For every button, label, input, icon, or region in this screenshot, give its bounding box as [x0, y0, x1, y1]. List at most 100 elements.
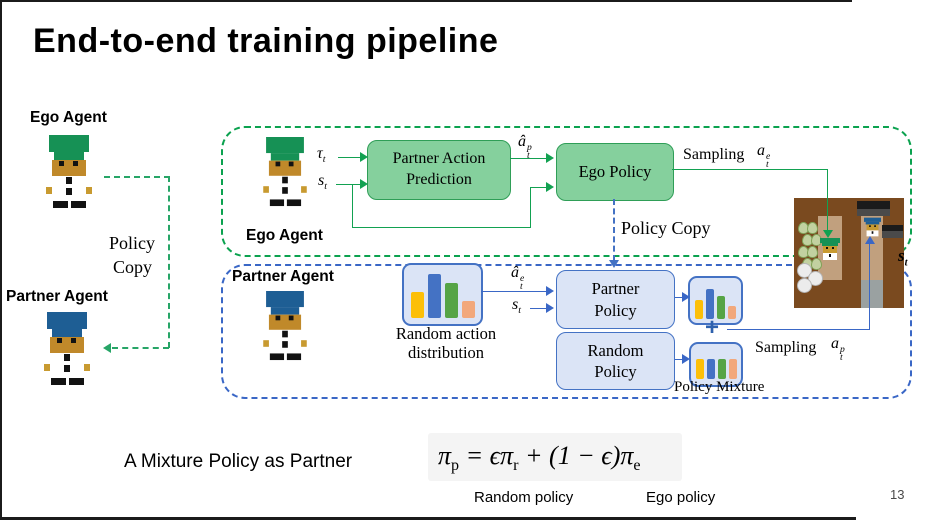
ego-box-label: Ego Agent: [246, 227, 323, 244]
policy-copy-arrowhead: [609, 260, 619, 268]
ego-sampling-line-v: [827, 169, 828, 231]
pot-top: [857, 201, 890, 209]
random-policy-box: Random Policy: [556, 332, 675, 390]
tau-input-label: τt: [317, 145, 326, 166]
predicted-action-arrowhead: [546, 153, 554, 163]
page-number: 13: [890, 487, 905, 502]
onion-icon: [811, 258, 822, 270]
ego-box-chef-icon: [263, 137, 307, 207]
pp-to-dist-line: [675, 297, 685, 298]
distribution-bar: [461, 301, 475, 318]
pap-line2: Prediction: [406, 171, 472, 188]
rp-to-dist-line: [675, 359, 685, 360]
top-edge-line: [0, 0, 852, 2]
distribution-bar: [706, 359, 715, 379]
plate-icon: [797, 278, 812, 293]
left-ego-agent-label: Ego Agent: [30, 109, 107, 126]
rp-to-dist-arrowhead: [682, 354, 690, 364]
partner-policy-line2: Policy: [594, 300, 637, 320]
left-policy-copy-label-2: Copy: [113, 257, 153, 277]
left-edge-line: [0, 0, 2, 520]
distribution-bar: [728, 359, 737, 379]
s-feedback-up: [530, 187, 531, 228]
distribution-bar: [444, 283, 458, 318]
formula-background: [428, 433, 682, 481]
s-feedback-down: [352, 184, 353, 228]
tau-arrowhead: [360, 152, 368, 162]
partner-box-chef-icon: [263, 291, 307, 361]
mixture-distribution-icon: [689, 342, 743, 387]
counter-object-top: [882, 225, 903, 231]
ego-s-arrow-line: [336, 184, 362, 185]
random-action-distribution-icon: [402, 263, 483, 326]
policy-mixture-label: Policy Mixture: [674, 379, 765, 395]
tau-arrow-line: [338, 157, 362, 158]
ego-s-input-label: st: [318, 172, 327, 193]
partner-s-label: st: [512, 296, 521, 317]
distribution-bar: [695, 300, 703, 319]
overcooked-game-screenshot: [794, 198, 904, 308]
partner-s-line: [530, 308, 548, 309]
ego-sampling-line-h: [672, 169, 828, 170]
state-feedback-label: st: [898, 246, 908, 269]
distribution-bar: [706, 289, 714, 319]
distribution-bar: [717, 296, 725, 319]
partner-chef-icon: [44, 312, 90, 385]
onion-icon: [807, 222, 818, 234]
pap-line1: Partner Action: [392, 150, 486, 168]
distribution-bar: [410, 292, 424, 318]
mixture-formula: πp = ϵπr + (1 − ϵ)πe: [438, 441, 641, 475]
onion-icon: [807, 246, 818, 258]
partner-policy-distribution-icon: [688, 276, 743, 325]
pp-to-dist-arrowhead: [682, 292, 690, 302]
left-policy-copy-line-top: [104, 176, 170, 178]
left-policy-copy-line-bottom: [112, 347, 169, 349]
bottom-edge-line: [0, 517, 856, 520]
page-title: End-to-end training pipeline: [33, 22, 499, 60]
policy-copy-label: Policy Copy: [621, 218, 711, 238]
mixture-caption: A Mixture Policy as Partner: [124, 451, 353, 472]
partner-sampling-line-h: [727, 329, 870, 330]
s-feedback-arrowhead: [546, 182, 554, 192]
left-policy-copy-arrowhead: [103, 343, 111, 353]
partner-predicted-line: [481, 291, 548, 292]
distribution-bar: [427, 274, 441, 318]
ego-sampling-label: Sampling: [683, 146, 745, 163]
partner-policy-box: Partner Policy: [556, 270, 675, 329]
ego-policy-box: Ego Policy: [556, 143, 674, 201]
s-feedback-across: [352, 227, 531, 228]
policy-copy-dashed-line: [613, 199, 615, 261]
game-partner-chef-icon: [864, 217, 881, 237]
s-feedback-into: [530, 187, 548, 188]
partner-box-label: Partner Agent: [232, 268, 334, 285]
random-policy-annotation: Random policy: [474, 489, 574, 506]
predicted-action-line: [510, 158, 548, 159]
plus-icon: +: [705, 314, 720, 341]
kitchen-floor-gray: [861, 280, 883, 308]
partner-policy-line1: Partner: [591, 279, 640, 299]
distribution-bar: [728, 306, 736, 319]
ego-sampling-arrowhead: [823, 230, 833, 238]
distribution-bar: [695, 359, 704, 379]
random-policy-line2: Policy: [594, 362, 637, 381]
ego-chef-icon: [46, 135, 92, 208]
partner-predicted-arrowhead: [546, 286, 554, 296]
left-policy-copy-label-1: Policy: [109, 233, 156, 253]
ego-policy-label: Ego Policy: [578, 162, 652, 182]
partner-sampling-arrowhead: [865, 236, 875, 244]
pot-bottom: [857, 209, 890, 216]
partner-action-prediction-box: Partner Action Prediction: [367, 140, 511, 200]
ego-s-arrowhead: [360, 179, 368, 189]
counter-object-bottom: [882, 231, 903, 238]
left-partner-agent-label: Partner Agent: [6, 288, 108, 305]
random-policy-line1: Random: [587, 340, 644, 360]
distribution-bar: [717, 359, 726, 379]
partner-s-arrowhead: [546, 303, 554, 313]
partner-sampling-label: Sampling: [755, 339, 817, 356]
left-policy-copy-line-vert: [168, 176, 170, 348]
